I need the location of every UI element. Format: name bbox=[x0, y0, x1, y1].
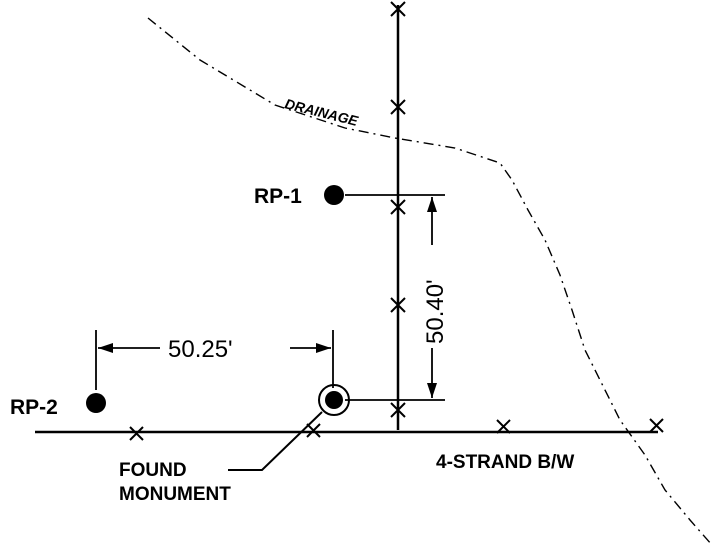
vertical-dimension-arrow-bottom bbox=[427, 383, 437, 398]
fence-post-mark bbox=[496, 419, 511, 434]
rp2-point bbox=[86, 393, 106, 413]
found-monument-point bbox=[325, 391, 343, 409]
fence-post-mark bbox=[306, 423, 321, 438]
rp2-label: RP-2 bbox=[10, 396, 58, 419]
fence-label: 4-STRAND B/W bbox=[436, 452, 574, 473]
found-monument-ring bbox=[318, 384, 350, 416]
horizontal-dimension-arrow-right bbox=[316, 343, 331, 353]
horizontal-dimension-text: 50.25' bbox=[168, 336, 233, 363]
fence-post-mark bbox=[390, 402, 406, 418]
fence-post-mark bbox=[390, 1, 406, 17]
fence-post-mark bbox=[129, 426, 144, 441]
monument-leader-line bbox=[228, 411, 323, 471]
fence-post-mark bbox=[390, 199, 406, 215]
rp1-label: RP-1 bbox=[254, 185, 302, 208]
drainage-label: DRAINAGE bbox=[283, 95, 360, 129]
fence-post-marks-vertical bbox=[390, 1, 406, 418]
fence-post-mark bbox=[390, 99, 406, 115]
rp1-point bbox=[324, 185, 344, 205]
found-label-line2: MONUMENT bbox=[119, 484, 231, 505]
fence-post-mark bbox=[649, 418, 664, 433]
vertical-dimension-text: 50.40' bbox=[422, 279, 449, 344]
horizontal-dimension-arrow-left bbox=[98, 343, 113, 353]
found-label-line1: FOUND bbox=[119, 460, 187, 481]
vertical-dimension-arrow-top bbox=[427, 197, 437, 212]
fence-post-mark bbox=[390, 297, 406, 313]
fence-post-marks-horizontal bbox=[129, 418, 664, 441]
drainage-line bbox=[147, 17, 713, 546]
